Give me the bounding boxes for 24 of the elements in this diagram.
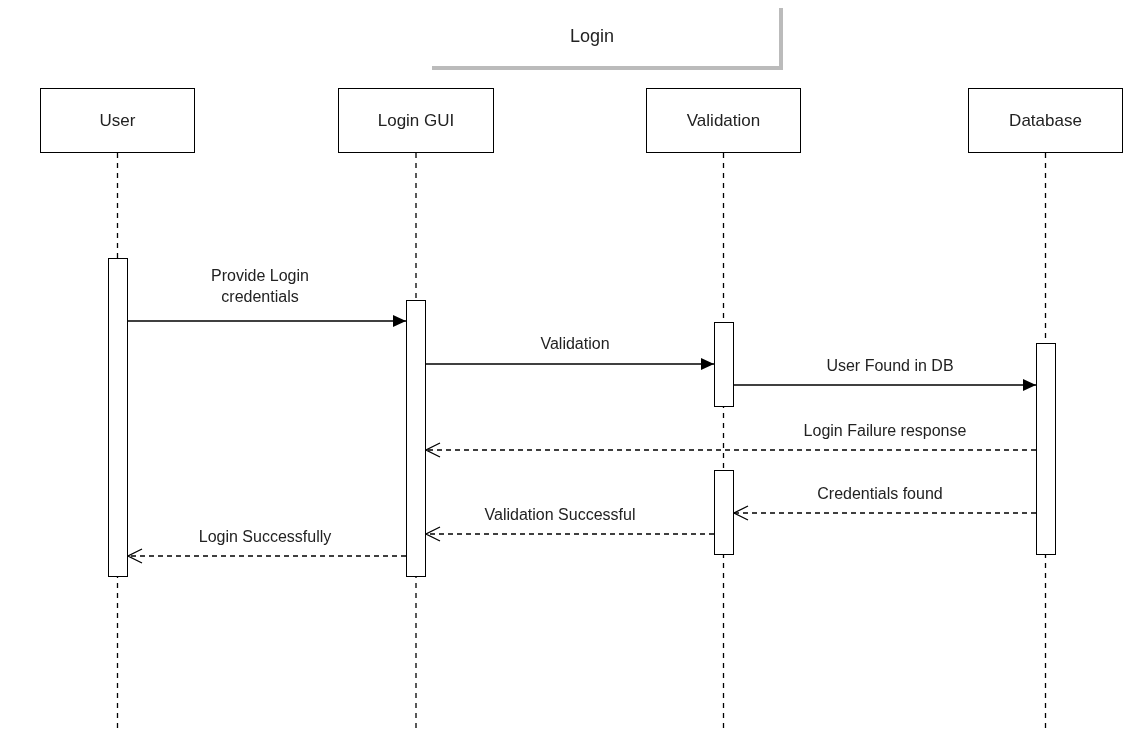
arrow bbox=[733, 505, 1037, 521]
activation-bar bbox=[406, 300, 426, 577]
message-label: Login Failure response bbox=[802, 421, 968, 441]
lifeline-header: Database bbox=[968, 88, 1123, 153]
message-label: Credentials found bbox=[816, 484, 944, 504]
message-label: Provide Login credentials bbox=[210, 266, 310, 307]
arrow bbox=[425, 442, 1037, 458]
message-label: User Found in DB bbox=[825, 356, 955, 376]
arrow bbox=[127, 548, 407, 564]
diagram-title: Login bbox=[568, 26, 615, 47]
arrow bbox=[425, 358, 715, 370]
message-label: Validation Successful bbox=[483, 505, 637, 525]
arrow bbox=[733, 379, 1037, 391]
lifeline-header: Validation bbox=[646, 88, 801, 153]
lifeline-header: User bbox=[40, 88, 195, 153]
message-label: Login Successfully bbox=[197, 527, 333, 547]
activation-bar bbox=[108, 258, 128, 577]
activation-bar bbox=[714, 470, 734, 555]
activation-bar bbox=[1036, 343, 1056, 555]
message-label: Validation bbox=[539, 334, 611, 354]
activation-bar bbox=[714, 322, 734, 407]
arrow bbox=[425, 526, 715, 542]
arrow bbox=[127, 315, 407, 327]
lifeline-header: Login GUI bbox=[338, 88, 494, 153]
